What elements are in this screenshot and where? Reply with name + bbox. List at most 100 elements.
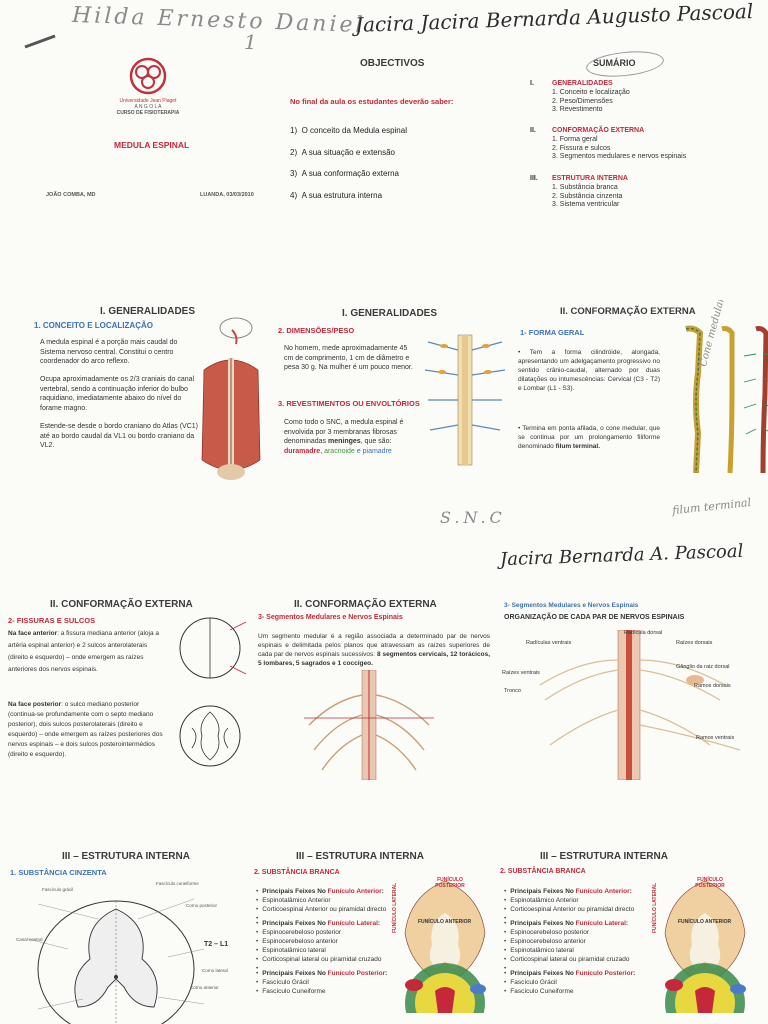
summary-item: 1. Conceito e localização	[552, 89, 630, 96]
tract-item: Espinocerebeloso anterior	[256, 937, 387, 946]
slide-subtitle: 1- FORMA GERAL	[520, 328, 585, 337]
summary-item: 1. Substância branca	[552, 184, 618, 191]
tract-group-head: Principais Feixes No Funículo Anterior:	[256, 887, 387, 896]
slide-subtitle: 3- Segmentos Medulares e Nervos Espinais	[258, 614, 403, 621]
tract-group-head: Principais Feixes No Funículo Lateral:	[256, 919, 387, 928]
section-number: III.	[530, 175, 538, 182]
slide-topic: MEDULA ESPINAL	[114, 140, 190, 150]
tract-item: Espinotalâmico lateral	[256, 946, 387, 955]
slide-title-text: II. CONFORMAÇÃO EXTERNA	[560, 306, 696, 317]
level-label: T2 – L1	[204, 941, 229, 948]
slide-heading: ORGANIZAÇÃO DE CADA PAR DE NERVOS ESPINA…	[504, 614, 685, 621]
label-funiculo-anterior: FUNÍCULO ANTERIOR	[678, 919, 732, 925]
bullet-paragraph: • Tem a forma cilindróide, alongada, apr…	[518, 349, 660, 392]
place-date: LUANDA, 03/03/2010	[200, 192, 254, 198]
label-raizes-ventrais: Raízes ventrais	[502, 670, 540, 676]
label-ramos-dorsais: Ramos dorsais	[694, 683, 731, 689]
slide-subtitle: 2. DIMENSÕES/PESO	[278, 326, 355, 335]
author: JOÃO COMBA, MD	[46, 192, 96, 198]
label-funiculo-posterior: FUNÍCULO POSTERIOR	[435, 877, 465, 889]
section-items: 1. Forma geral 2. Fissura e sulcos 3. Se…	[552, 136, 686, 162]
tract-item: Corticospinal lateral ou piramidal cruza…	[504, 955, 635, 964]
tract-item: Fascículo Grácil	[504, 978, 635, 987]
paragraph: Ocupa aproximadamente os 2/3 craniais do…	[40, 376, 195, 412]
slide-objectives: OBJECTIVOS No final da aula os estudante…	[272, 52, 512, 212]
slide-segmentos-2: 3- Segmentos Medulares e Nervos Espinais…	[500, 592, 768, 782]
handwritten-snc: S.N.C	[440, 508, 506, 527]
label-fasciculo-gracil: Fascículo grácil	[42, 887, 74, 892]
cross-section-diagram	[179, 617, 247, 767]
label-funiculo-anterior: FUNÍCULO ANTERIOR	[418, 919, 472, 925]
tract-group-head: Principais Feixes No Funículo Posterior:	[256, 969, 387, 978]
objective-item: 1) O conceito da Medula espinal	[290, 126, 407, 135]
paragraph: Na face posterior: o sulco mediano poste…	[8, 701, 163, 758]
white-matter-diagram	[664, 880, 746, 1013]
slide-subtitle: 2. SUBSTÂNCIA BRANCA	[500, 868, 586, 875]
handwritten-circle	[584, 47, 666, 81]
section-heading: CONFORMAÇÃO EXTERNA	[552, 127, 645, 134]
slide-fissuras-sulcos: II. CONFORMAÇÃO EXTERNA 2- FISSURAS E SU…	[6, 592, 252, 782]
tract-item: Espinocerebeloso anterior	[504, 937, 635, 946]
section-items: 1. Substância branca 2. Substância cinze…	[552, 184, 622, 210]
slide-generalidades-2: I. GENERALIDADES 2. DIMENSÕES/PESO No ho…	[272, 300, 512, 500]
handwritten-number: 1	[244, 30, 257, 54]
objective-item: 4) A sua estrutura interna	[290, 190, 383, 200]
gray-matter-diagram	[28, 898, 205, 1024]
summary-item: 3. Revestimento	[552, 106, 603, 113]
label-funiculo-lateral: FUNÍCULO LATERAL	[392, 882, 398, 933]
section-heading: GENERALIDADES	[552, 80, 613, 87]
summary-item: 2. Fissura e sulcos	[552, 144, 611, 152]
summary-item: 2. Substância cinzenta	[552, 192, 623, 200]
slide-subtitle: 2- FISSURAS E SULCOS	[8, 616, 96, 625]
objective-item: 3) A sua conformação externa	[290, 169, 399, 178]
tract-item: Espinotalâmico Anterior	[504, 896, 635, 905]
course-name: CURSO DE FISIOTERAPIA	[116, 110, 180, 116]
spinal-nerve-image	[539, 630, 741, 780]
handwritten-name-top-left: Hilda Ernesto Daniel	[71, 2, 366, 39]
summary-item: 1. Forma geral	[552, 136, 598, 143]
paragraph: Estende-se desde o bordo craniano do Atl…	[40, 423, 198, 449]
label-ramos-ventrais: Ramos ventrais	[696, 735, 735, 741]
tract-item: Fascículo Cuneiforme	[504, 987, 635, 996]
objective-item: 2) A sua situação e extensão	[290, 147, 395, 157]
slide-subtitle: 3. REVESTIMENTOS OU ENVOLTÓRIOS	[278, 399, 420, 408]
paragraph: No homem, mede aproximadamente 45 cm de …	[284, 345, 413, 371]
section-items: 1. Conceito e localização 2. Peso/Dimens…	[552, 89, 630, 115]
slide-title-text: OBJECTIVOS	[360, 58, 425, 69]
slide-subtitle: 1. CONCEITO E LOCALIZAÇÃO	[34, 321, 153, 330]
summary-item: 3. Sistema ventricular	[552, 201, 620, 208]
slide-subtitle: 2. SUBSTÂNCIA BRANCA	[254, 869, 340, 876]
objectives-intro: No final da aula os estudantes deverão s…	[290, 97, 454, 106]
label-canal-central: Canal central	[16, 937, 43, 942]
tract-item: Fascículo Cuneiforme	[256, 987, 387, 996]
slide-segmentos-1: II. CONFORMAÇÃO EXTERNA 3- Segmentos Med…	[254, 592, 494, 782]
tract-item: Espinocerebeloso posterior	[504, 928, 635, 937]
slide-subtitle: 1. SUBSTÂNCIA CINZENTA	[10, 868, 107, 877]
tract-group-head: Principais Feixes No Funículo Posterior:	[504, 969, 635, 978]
university-logo	[129, 57, 167, 95]
tract-list: Principais Feixes No Funículo Anterior: …	[256, 887, 387, 996]
slide-title-text: I. GENERALIDADES	[342, 308, 438, 319]
tract-item: Espinotalâmico Anterior	[256, 896, 387, 905]
paragraph: A medula espinal é a porção mais caudal …	[40, 339, 178, 365]
slide-substancia-branca-2: III – ESTRUTURA INTERNA 2. SUBSTÂNCIA BR…	[500, 843, 768, 1024]
tract-group-head: Principais Feixes No Funículo Lateral:	[504, 919, 635, 928]
university-country: A N G O L A	[134, 104, 162, 110]
label-funiculo-posterior: FUNÍCULO POSTERIOR	[695, 877, 725, 889]
slide-conformacao-1: II. CONFORMAÇÃO EXTERNA 1- FORMA GERAL •…	[516, 300, 768, 500]
tract-list: Principais Feixes No Funículo Anterior: …	[504, 887, 635, 996]
summary-item: 3. Segmentos medulares e nervos espinais	[552, 153, 687, 160]
label-corno-posterior: Corno posterior	[186, 903, 218, 908]
label-ganglio: Gânglio da raiz dorsal	[676, 664, 730, 670]
bullet-paragraph: • Termina em ponta afilada, o cone medul…	[518, 425, 660, 450]
label-raizes-dorsais: Raízes dorsais	[676, 640, 713, 646]
label-fasciculo-cuneiforme: Fascículo cuneiforme	[156, 881, 199, 886]
tract-item: Corticoespinal Anterior ou piramidal dir…	[256, 905, 387, 914]
tract-item: Espinocerebeloso posterior	[256, 928, 387, 937]
slide-subtitle: 3- Segmentos Medulares e Nervos Espinais	[504, 602, 639, 609]
spine-anatomy-image	[201, 317, 261, 480]
label-radiculas-ventrais: Radículas ventrais	[526, 640, 572, 646]
section-number: I.	[530, 80, 534, 87]
meninges-image	[424, 334, 506, 466]
section-number: II.	[530, 127, 536, 134]
